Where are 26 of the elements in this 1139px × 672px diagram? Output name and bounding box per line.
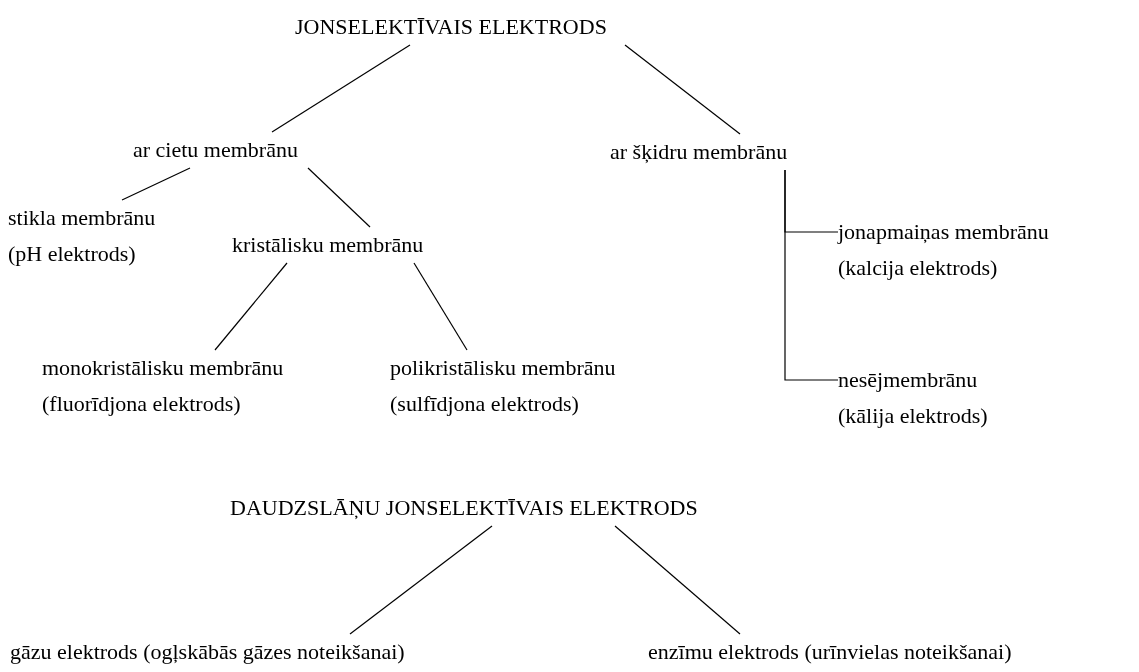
node-label: (kalcija elektrods) [838, 254, 999, 282]
connector-line [624, 44, 741, 135]
node-label: DAUDZSLĀŅU JONSELEKTĪVAIS ELEKTRODS [230, 494, 698, 522]
node-label: nesējmembrānu [838, 366, 979, 394]
node-label: ar cietu membrānu [133, 136, 298, 164]
node-label: polikristālisku membrānu [390, 354, 616, 382]
connector-line [214, 262, 288, 351]
node-label: stikla membrānu [8, 204, 156, 232]
node-label: JONSELEKTĪVAIS ELEKTRODS [295, 13, 607, 41]
connector-line [121, 167, 191, 201]
node-label: monokristālisku membrānu [42, 354, 284, 382]
connector-line [413, 262, 468, 351]
node-label: (fluorīdjona elektrods) [42, 390, 242, 418]
node-label: (pH elektrods) [8, 240, 137, 268]
node-label: kristālisku membrānu [232, 231, 424, 259]
node-label: (kālija elektrods) [838, 402, 988, 430]
connector-line [784, 169, 839, 381]
node-label: (sulfīdjona elektrods) [390, 390, 580, 418]
node-label: gāzu elektrods (ogļskābās gāzes noteikšanai) [10, 638, 405, 666]
node-label: enzīmu elektrods (urīnvielas noteikšanai) [648, 638, 1012, 666]
connector-line [307, 167, 371, 228]
node-label: jonapmaiņas membrānu [838, 218, 1049, 246]
node-label: ar šķidru membrānu [610, 138, 788, 166]
connector-line [349, 525, 493, 635]
connector-line [271, 44, 411, 133]
connector-line [614, 525, 741, 635]
